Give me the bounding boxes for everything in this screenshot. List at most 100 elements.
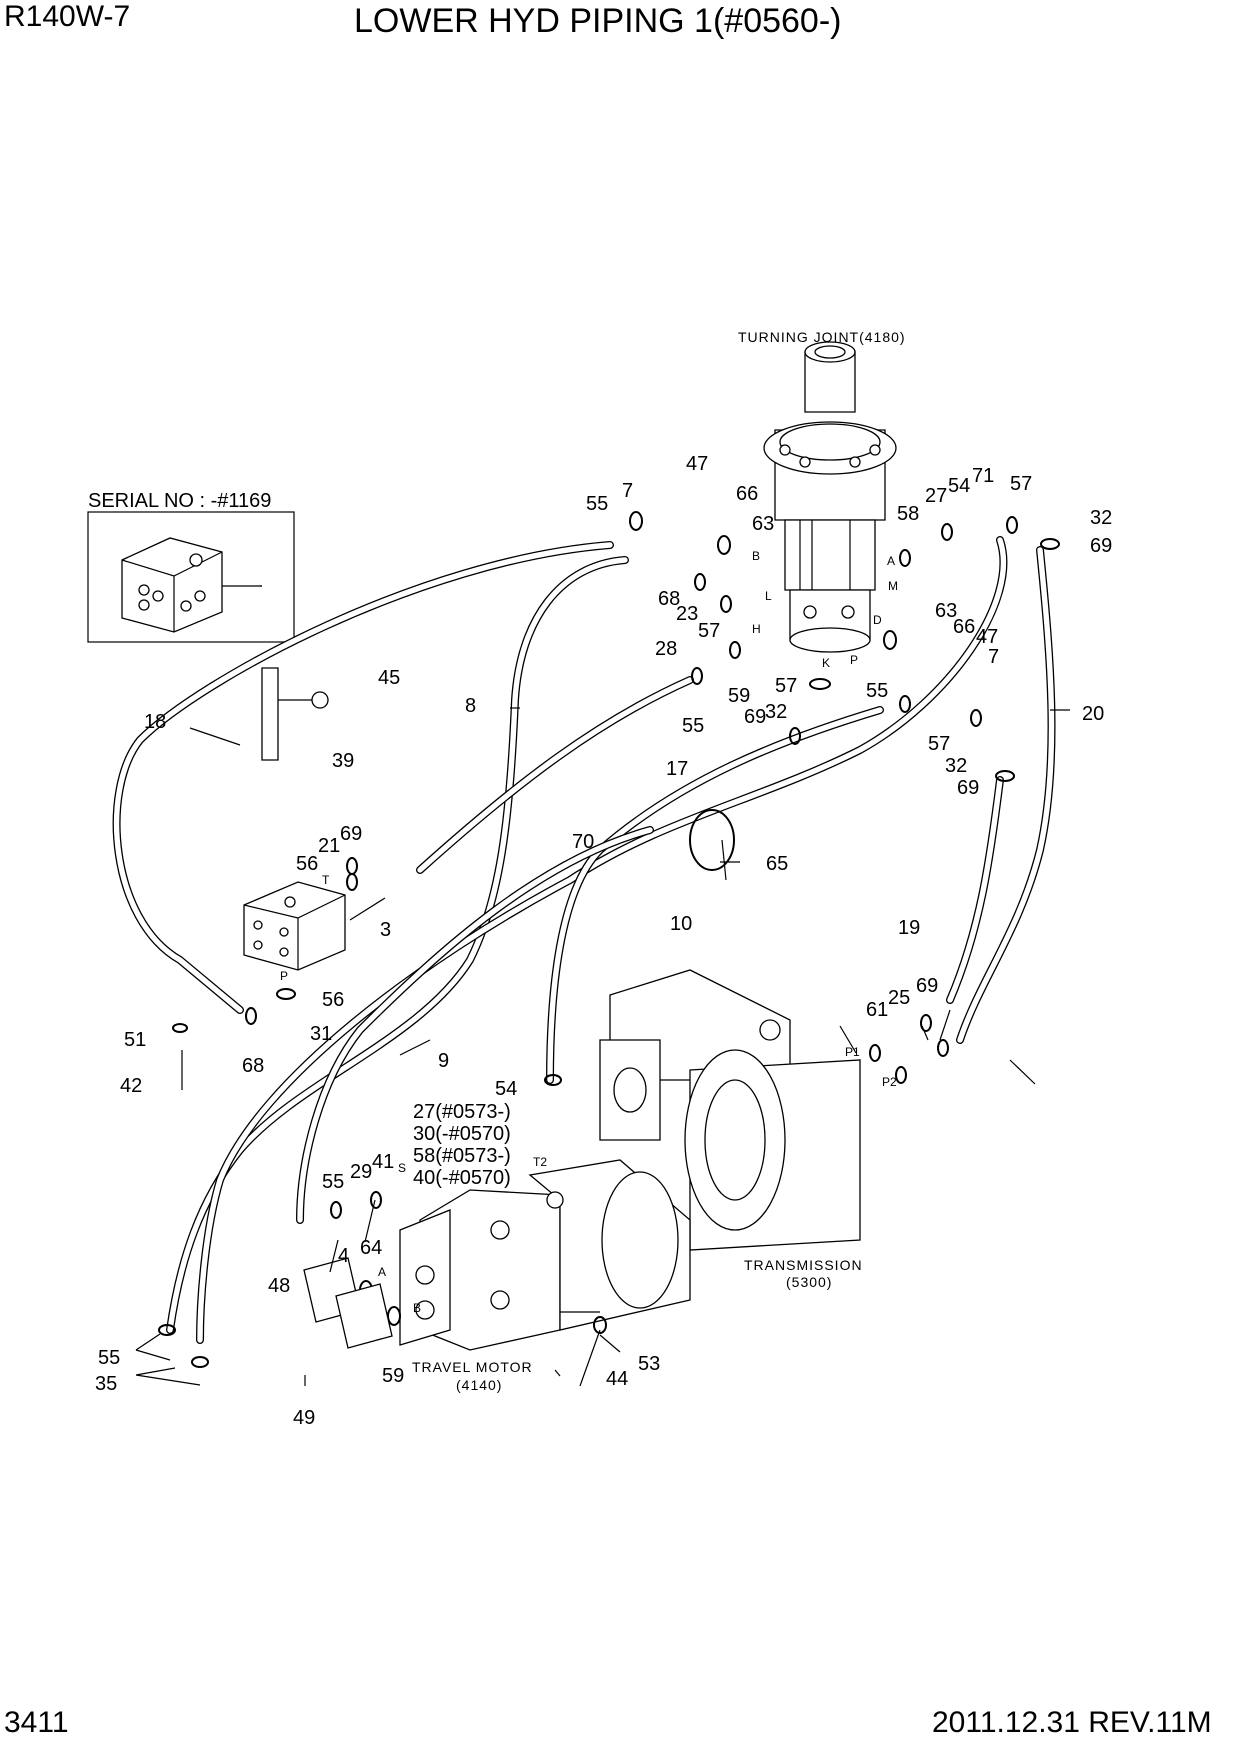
callout-65: 59	[382, 1365, 404, 1387]
callout-9: 57	[1010, 473, 1032, 495]
callout-40: 56	[296, 853, 318, 875]
turning-joint: TURNING JOINT(4180)	[738, 329, 906, 653]
callout-54: 30(-#0570)	[413, 1123, 511, 1145]
callout-64: 35	[95, 1373, 117, 1395]
callout-62: 48	[268, 1275, 290, 1297]
transmission-label-1: TRANSMISSION	[744, 1257, 863, 1273]
callout-49: 25	[888, 987, 910, 1009]
callout-30: 17	[666, 758, 688, 780]
port-label-14: A	[378, 1265, 386, 1279]
callout-20: 59	[728, 685, 750, 707]
port-label-5: D	[873, 613, 882, 627]
travel-motor-label-2: (4140)	[456, 1377, 502, 1393]
callout-33: 45	[378, 667, 400, 689]
callout-29: 20	[1082, 703, 1104, 725]
port-label-10: P1	[845, 1045, 860, 1059]
inset-valve-block	[121, 537, 223, 633]
port-label-15: B	[413, 1301, 421, 1315]
callout-10: 32	[1090, 507, 1112, 529]
callout-21: 55	[682, 715, 704, 737]
callout-55: 58(#0573-)	[413, 1145, 511, 1167]
callout-61: 64	[360, 1237, 382, 1259]
callout-35: 70	[572, 831, 594, 853]
callout-38: 21	[318, 835, 340, 857]
port-label-7: P	[850, 653, 858, 667]
callout-48: 61	[866, 999, 888, 1021]
callout-50: 69	[916, 975, 938, 997]
callout-18: 7	[988, 646, 999, 668]
clamp-65	[689, 809, 735, 881]
port-label-13: S	[398, 1161, 406, 1175]
leader-lines	[135, 585, 1070, 1386]
callout-22: 57	[775, 675, 797, 697]
callout-3: 55	[586, 493, 608, 515]
port-label-0: B	[752, 549, 760, 563]
callout-67: 44	[606, 1368, 628, 1390]
callout-41: 3	[380, 919, 391, 941]
fittings	[158, 511, 1060, 1387]
callout-19: 28	[655, 638, 677, 660]
callout-45: 68	[242, 1055, 264, 1077]
callout-52: 54	[495, 1078, 517, 1100]
callout-56: 40(-#0570)	[413, 1167, 511, 1189]
port-label-1: A	[887, 554, 895, 568]
callout-43: 31	[310, 1023, 332, 1045]
port-label-2: M	[888, 579, 898, 593]
callout-15: 63	[935, 600, 957, 622]
callout-14: 57	[698, 620, 720, 642]
callout-13: 23	[676, 603, 698, 625]
callout-59: 41	[372, 1151, 394, 1173]
callout-5: 58	[897, 503, 919, 525]
callout-11: 69	[1090, 535, 1112, 557]
callout-63: 55	[98, 1347, 120, 1369]
model-label: R140W-7	[4, 0, 131, 33]
callout-57: 55	[322, 1171, 344, 1193]
callout-37: 10	[670, 913, 692, 935]
page-number: 3411	[4, 1706, 69, 1739]
port-label-12: T2	[533, 1155, 547, 1169]
callout-32: 8	[465, 695, 476, 717]
callout-0: 47	[686, 453, 708, 475]
serial-no-label: SERIAL NO : -#1169	[88, 490, 271, 512]
callout-26: 57	[928, 733, 950, 755]
travel-motor: TRAVEL MOTOR (4140)	[399, 1159, 691, 1393]
port-label-11: P2	[882, 1075, 897, 1089]
callout-53: 27(#0573-)	[413, 1101, 511, 1123]
callout-44: 51	[124, 1029, 146, 1051]
transmission-label-2: (5300)	[786, 1274, 832, 1290]
callout-1: 7	[622, 480, 633, 502]
callout-7: 54	[948, 475, 970, 497]
callout-24: 69	[744, 706, 766, 728]
callout-2: 66	[736, 483, 758, 505]
callout-34: 39	[332, 750, 354, 772]
callout-28: 69	[957, 777, 979, 799]
callout-17: 47	[976, 626, 998, 648]
callout-4: 63	[752, 513, 774, 535]
port-label-8: T	[322, 873, 330, 887]
serial-inset: SERIAL NO : -#1169	[87, 490, 295, 643]
callout-12: 68	[658, 588, 680, 610]
callout-27: 32	[945, 755, 967, 777]
callout-16: 66	[953, 616, 975, 638]
callout-47: 19	[898, 917, 920, 939]
callout-6: 27	[925, 485, 947, 507]
transmission: TRANSMISSION (5300)	[599, 969, 863, 1290]
revision-label: 2011.12.31 REV.11M	[932, 1706, 1212, 1739]
valve-block	[243, 881, 346, 971]
callout-60: 4	[338, 1245, 349, 1267]
inset-frame	[87, 511, 295, 643]
page-title: LOWER HYD PIPING 1(#0560-)	[354, 2, 842, 40]
port-label-9: P	[280, 969, 288, 983]
callout-25: 55	[866, 680, 888, 702]
callout-58: 29	[350, 1161, 372, 1183]
callout-66: 53	[638, 1353, 660, 1375]
callout-36: 65	[766, 853, 788, 875]
callout-39: 69	[340, 823, 362, 845]
bracket-39	[261, 667, 329, 761]
port-label-6: K	[822, 656, 830, 670]
callout-8: 71	[972, 465, 994, 487]
turning-joint-label: TURNING JOINT(4180)	[738, 329, 906, 345]
